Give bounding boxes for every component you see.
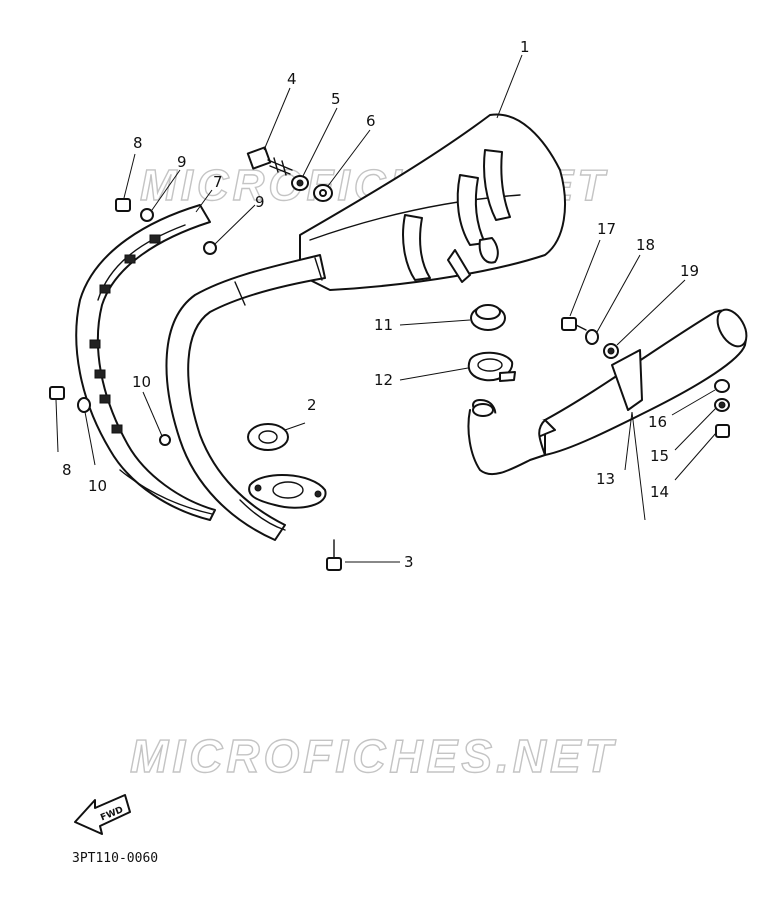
callout-15: 15	[650, 447, 669, 465]
bolt-8-top	[115, 198, 131, 212]
flange	[248, 474, 327, 509]
callout-17: 17	[597, 220, 616, 238]
bolt-17	[561, 317, 587, 331]
callout-7: 7	[213, 173, 223, 191]
callout-6: 6	[366, 112, 376, 130]
callout-13: 13	[596, 470, 615, 488]
washer-10-mid	[159, 434, 171, 446]
callout-19: 19	[680, 262, 699, 280]
clamp-12	[467, 351, 516, 382]
nut-9-mid	[203, 241, 217, 255]
rear-silencer	[467, 308, 748, 476]
callout-10-mid: 10	[132, 373, 151, 391]
callout-9-mid: 9	[255, 193, 265, 211]
bolt-3	[326, 539, 342, 571]
washer-5	[291, 175, 309, 191]
washer-6	[313, 184, 333, 202]
forward-arrow-icon: FWD	[74, 794, 131, 835]
washer-18	[585, 329, 599, 345]
bolt-4	[246, 146, 293, 176]
callout-16: 16	[648, 413, 667, 431]
nut-9-top	[140, 208, 154, 222]
gasket-2	[247, 423, 289, 451]
callout-8-top: 8	[133, 134, 143, 152]
washer-19	[603, 343, 619, 359]
washer-10-bottom	[77, 397, 91, 413]
washer-15	[714, 398, 730, 412]
callout-10-bottom: 10	[88, 477, 107, 495]
nut-16	[714, 379, 730, 393]
exhaust-pipe	[165, 113, 566, 541]
leader-lines	[55, 54, 717, 563]
callout-2: 2	[307, 396, 317, 414]
callout-3: 3	[404, 553, 414, 571]
callout-9-top: 9	[177, 153, 187, 171]
bolt-14	[715, 424, 730, 438]
callout-1: 1	[520, 38, 530, 56]
callout-5: 5	[331, 90, 341, 108]
callout-14: 14	[650, 483, 669, 501]
callout-18: 18	[636, 236, 655, 254]
grommet-11	[470, 304, 506, 331]
bolt-8-bottom	[49, 386, 65, 400]
watermark-bottom: MICROFICHES.NET	[130, 730, 617, 782]
drawing-code: 3PT110-0060	[72, 851, 158, 866]
callout-12: 12	[374, 371, 393, 389]
heat-shield	[75, 204, 216, 521]
callout-8-bottom: 8	[62, 461, 72, 479]
callout-11: 11	[374, 316, 393, 334]
callout-4: 4	[287, 70, 297, 88]
